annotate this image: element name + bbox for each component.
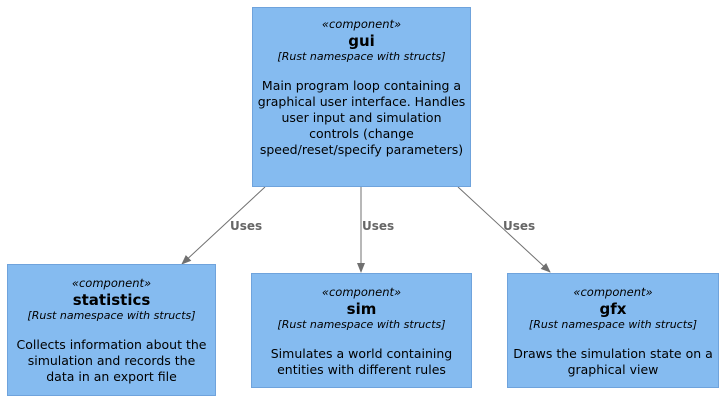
gui-description: Main program loop containing a graphical… [257,78,466,157]
edge-label-statistics: Uses [230,219,263,233]
gui-title: gui [348,32,375,50]
edge-gui-statistics [181,186,266,265]
sim-title: sim [346,300,377,318]
statistics-title: statistics [72,291,151,309]
gui-tech: [Rust namespace with structs] [277,50,446,63]
statistics-description: Collects information about the simulatio… [16,337,207,384]
component-gui[interactable]: «component» gui [Rust namespace with str… [252,7,471,187]
component-gfx[interactable]: «component» gfx [Rust namespace with str… [507,273,719,388]
gfx-stereotype: «component» [573,285,653,299]
statistics-stereotype: «component» [71,276,152,290]
edge-label-sim: Uses [362,219,395,233]
edge-label-gfx: Uses [503,219,536,233]
gfx-description: Draws the simulation state on a graphica… [513,346,713,377]
component-statistics[interactable]: «component» statistics [Rust namespace w… [7,264,216,396]
gfx-tech: [Rust namespace with structs] [528,318,698,331]
sim-stereotype: «component» [321,285,402,299]
gui-stereotype: «component» [321,17,402,31]
component-sim[interactable]: «component» sim [Rust namespace with str… [251,273,472,388]
edge-gui-gfx [457,186,551,273]
sim-tech: [Rust namespace with structs] [277,318,446,331]
gfx-title: gfx [599,300,627,318]
sim-description: Simulates a world containing entities wi… [270,346,453,377]
statistics-tech: [Rust namespace with structs] [27,309,196,322]
